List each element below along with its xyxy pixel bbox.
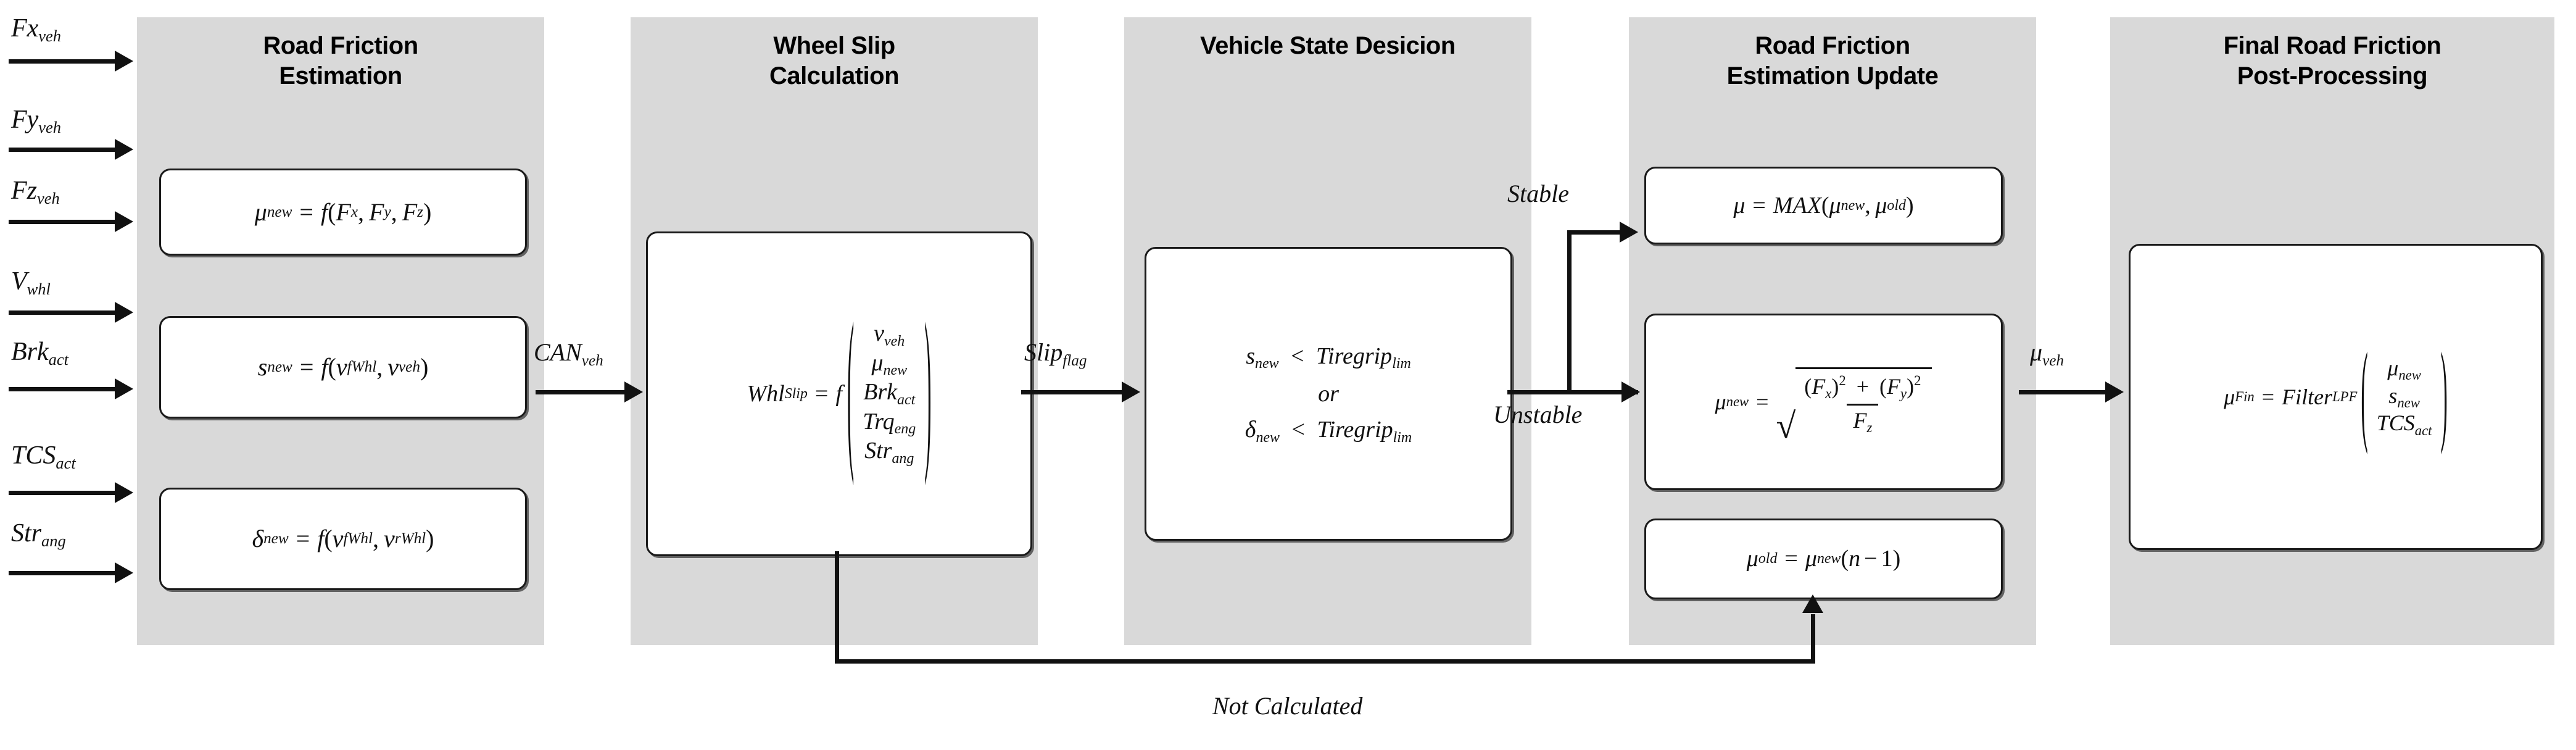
input-arrow-str-ang xyxy=(115,562,133,583)
input-arrow-brk-act xyxy=(115,378,133,399)
input-arrow-fz-veh xyxy=(115,211,133,232)
input-label-fz-veh: Fzveh xyxy=(11,177,60,208)
connector-line-slip-flag xyxy=(1021,390,1123,394)
panel-title-wheel-slip-calculation: Wheel Slip Calculation xyxy=(769,32,900,90)
equation-state-condition: snew < Tiregriplim or δnew < Tiregriplim xyxy=(1245,338,1412,449)
panel-title-road-friction-estimation: Road Friction Estimation xyxy=(263,32,418,90)
connector-line-can-veh xyxy=(536,390,628,394)
input-line-fz-veh xyxy=(9,220,117,224)
panel-title-final-road-friction-post-processing: Final Road Friction Post-Processing xyxy=(2223,32,2441,90)
input-label-str-ang: Strang xyxy=(11,519,66,551)
input-label-v-whl: Vwhl xyxy=(11,267,51,299)
connector-arrow-can-veh xyxy=(624,381,643,402)
fraction-denominator: Fz xyxy=(1847,404,1879,436)
input-arrow-fx-veh xyxy=(115,51,133,72)
branch-arrow-unstable xyxy=(1621,381,1640,402)
fraction-numerator: (Fx)2 + (Fy)2 xyxy=(1804,372,1921,402)
feedback-line-across xyxy=(835,659,1815,664)
branch-label-stable: Stable xyxy=(1507,180,1569,207)
branch-label-unstable: Unstable xyxy=(1493,401,1583,428)
paren-left: ( xyxy=(847,293,855,490)
paren-right: ) xyxy=(2440,333,2448,457)
feedback-arrow-up xyxy=(1802,594,1823,613)
input-line-fx-veh xyxy=(9,59,117,64)
feedback-line-down xyxy=(835,551,839,664)
connector-label-can-veh: CANveh xyxy=(534,338,603,370)
input-arrow-v-whl xyxy=(115,302,133,323)
condition-line-2: δnew < Tiregriplim xyxy=(1245,417,1412,446)
input-label-fx-veh: Fxveh xyxy=(11,14,62,46)
vector-whl-slip-inputs: ( vveh μnew Brkact Trqeng Strang ) xyxy=(847,293,932,490)
vector-mu-fin-inputs: ( μnew snew TCSact ) xyxy=(2361,333,2448,457)
fraction: (Fx)2 + (Fy)2 Fz xyxy=(1798,373,1927,436)
input-label-brk-act: Brkact xyxy=(11,338,68,369)
connector-label-mu-veh: μveh xyxy=(2030,338,2065,370)
paren-right: ) xyxy=(924,293,932,490)
connector-line-mu-veh xyxy=(2019,390,2108,394)
connector-label-slip-flag: Slipflag xyxy=(1024,338,1087,370)
input-label-tcs-act: TCSact xyxy=(11,441,76,473)
input-label-fy-veh: Fyveh xyxy=(11,106,62,137)
box-state-condition: snew < Tiregriplim or δnew < Tiregriplim xyxy=(1145,247,1512,541)
paren-left: ( xyxy=(2361,333,2368,457)
input-line-tcs-act xyxy=(9,491,117,495)
connector-arrow-slip-flag xyxy=(1122,381,1140,402)
condition-or: or xyxy=(1318,380,1339,407)
branch-line-stable xyxy=(1567,230,1623,235)
input-line-v-whl xyxy=(9,310,117,315)
connector-arrow-mu-veh xyxy=(2105,381,2124,402)
feedback-line-up xyxy=(1811,614,1815,661)
condition-line-1: snew < Tiregriplim xyxy=(1246,343,1411,372)
branch-riser-stable xyxy=(1567,230,1572,392)
input-arrow-tcs-act xyxy=(115,482,133,503)
input-line-brk-act xyxy=(9,387,117,391)
sqrt-icon: √ xyxy=(1776,405,1796,446)
panel-title-vehicle-state-desicion: Vehicle State Desicion xyxy=(1200,32,1456,59)
input-line-str-ang xyxy=(9,571,117,575)
input-line-fy-veh xyxy=(9,148,117,152)
panel-title-road-friction-estimation-update: Road Friction Estimation Update xyxy=(1726,32,1939,90)
input-arrow-fy-veh xyxy=(115,139,133,160)
branch-arrow-stable xyxy=(1620,222,1638,243)
feedback-label-not-calculated: Not Calculated xyxy=(1212,692,1363,720)
branch-line-unstable xyxy=(1507,390,1625,394)
sqrt-expression: √ (Fx)2 + (Fy)2 Fz xyxy=(1776,367,1932,443)
